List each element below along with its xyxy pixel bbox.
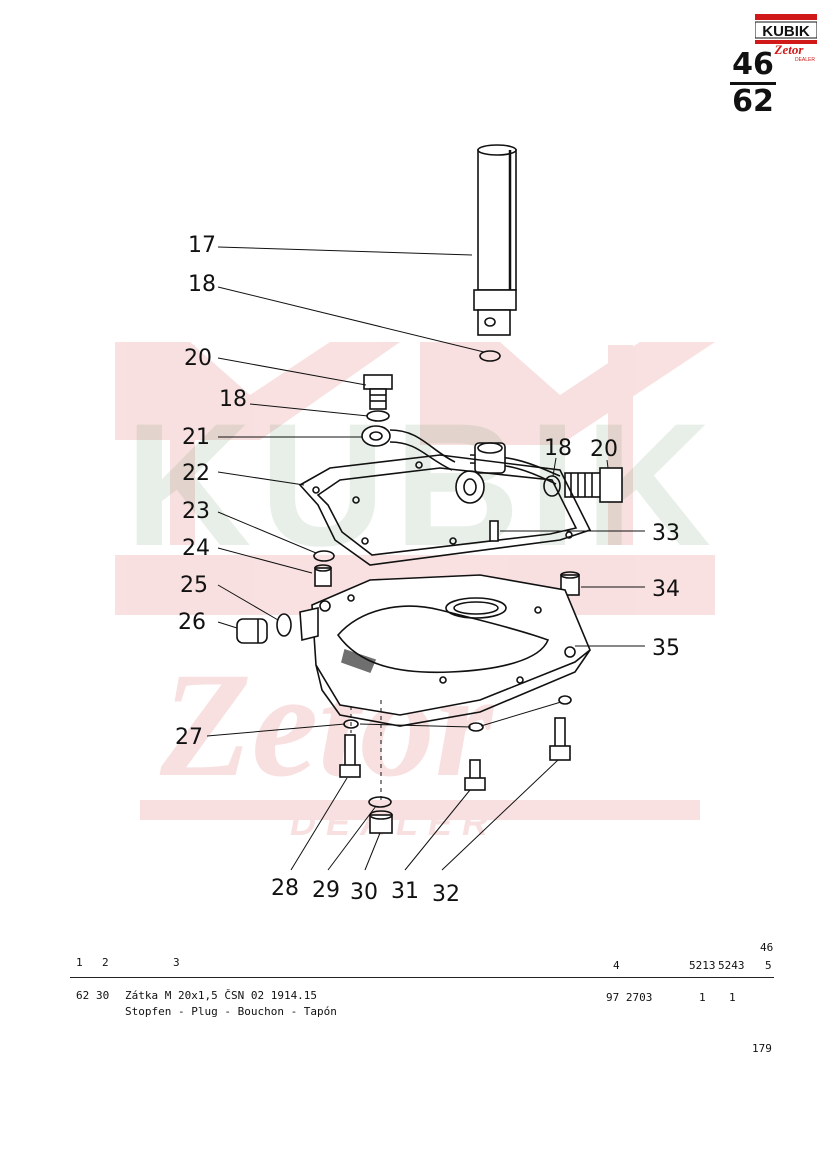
callout-18b: 18 (219, 387, 247, 412)
logo-brand-text: KUBIK (762, 23, 810, 40)
callout-29: 29 (312, 878, 340, 903)
col-header-part-no: 4 (613, 959, 620, 972)
col-header-pos: 1 (76, 956, 83, 969)
part-washer-mid (366, 410, 390, 422)
callout-28: 28 (271, 876, 299, 901)
callout-20: 20 (184, 346, 212, 371)
row-pos: 62 (76, 989, 90, 1002)
part-housing-cover (299, 574, 591, 727)
part-plug (236, 618, 268, 644)
callout-27: 27 (175, 725, 203, 750)
page-reference-bar (730, 82, 776, 85)
col-header-description: 3 (173, 956, 180, 969)
part-small-washer-3 (558, 695, 572, 705)
part-washer-top (479, 350, 501, 362)
col-header-extra: 46 (760, 941, 774, 954)
part-seal-ring (313, 550, 335, 562)
row-qty-model-2: 1 (729, 991, 736, 1004)
page-number: 179 (752, 1042, 772, 1055)
page-reference-bottom: 62 (732, 84, 774, 119)
logo-zetor-text: Zetor (774, 42, 805, 57)
callout-30: 30 (350, 880, 378, 905)
callout-17: 17 (188, 233, 216, 258)
callout-25: 25 (180, 573, 208, 598)
part-bolt-32 (549, 717, 571, 761)
part-washer-right (543, 475, 561, 497)
part-bolt-28 (339, 734, 361, 778)
row-part-no: 97 2703 (606, 991, 653, 1004)
col-header-model-2: 5243 (718, 959, 745, 972)
callout-23: 23 (182, 499, 210, 524)
row-translation: Stopfen - Plug - Bouchon - Tapón (125, 1005, 337, 1018)
callout-18: 18 (188, 272, 216, 297)
logo-dealer-text: DEALER (795, 57, 815, 63)
callout-18c: 18 (544, 436, 572, 461)
callout-32: 32 (432, 882, 460, 907)
row-description: Zátka M 20x1,5 ČSN 02 1914.15 (125, 989, 318, 1002)
part-small-washer-2 (468, 722, 484, 732)
page-reference: 46 62 (730, 50, 776, 117)
part-washer-plug (276, 613, 292, 637)
table-header-rule (70, 977, 774, 978)
part-bolt-31 (464, 759, 486, 791)
row-qty: 30 (96, 989, 110, 1002)
callout-34: 34 (652, 577, 680, 602)
part-banjo-bolt-left (363, 374, 393, 410)
col-header-qty: 2 (102, 956, 109, 969)
part-sleeve (314, 564, 332, 587)
part-pin (489, 520, 499, 542)
callout-26: 26 (178, 610, 206, 635)
col-header-5: 5 (765, 959, 772, 972)
part-pipe (361, 425, 561, 504)
callout-20b: 20 (590, 437, 618, 462)
row-qty-model-1: 1 (699, 991, 706, 1004)
callout-35: 35 (652, 636, 680, 661)
part-tube (473, 144, 517, 336)
callout-24: 24 (182, 536, 210, 561)
kubik-logo: KUBIK Zetor DEALER (754, 14, 818, 64)
callout-22: 22 (182, 461, 210, 486)
leader-lines (206, 246, 645, 871)
assembly-axis-lines (350, 700, 382, 800)
page-reference-top: 46 (732, 47, 774, 82)
callout-21: 21 (182, 425, 210, 450)
callout-31: 31 (391, 879, 419, 904)
col-header-model-1: 5213 (689, 959, 716, 972)
part-nut-30 (369, 810, 393, 834)
callout-33: 33 (652, 521, 680, 546)
part-washer-29 (368, 796, 392, 808)
part-gasket (298, 454, 592, 566)
